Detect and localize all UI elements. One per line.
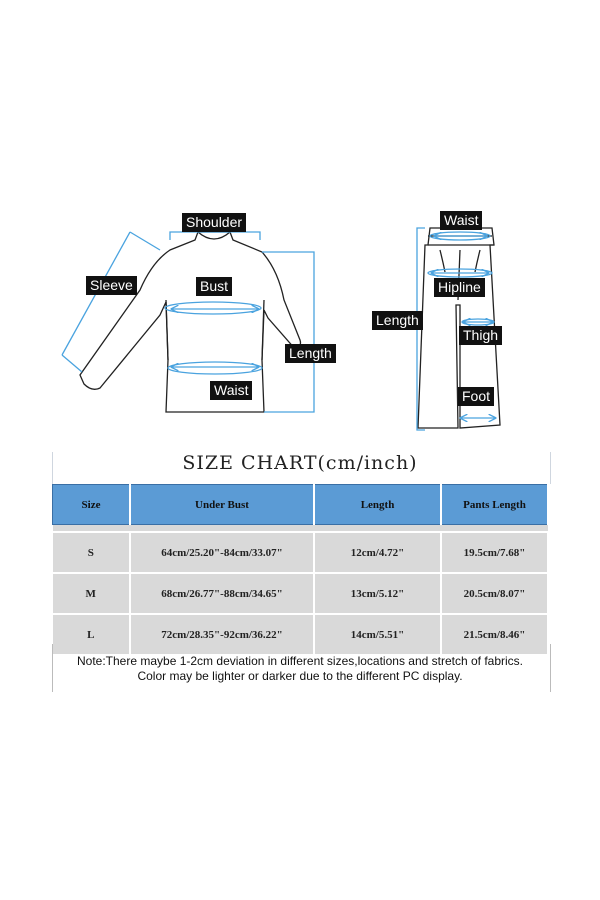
cell-size: M <box>52 572 131 614</box>
cell-length: 14cm/5.51" <box>314 613 442 654</box>
header-length: Length <box>313 484 442 525</box>
cell-length: 12cm/4.72" <box>314 531 442 573</box>
cell-length: 13cm/5.12" <box>314 572 442 614</box>
cell-size: S <box>52 531 131 573</box>
label-waist-pants: Waist <box>440 211 483 230</box>
cell-under-bust: 64cm/25.20"-84cm/33.07" <box>130 531 315 573</box>
measurement-diagram: Shoulder Sleeve Bust Length Waist Waist … <box>0 0 600 440</box>
top-garment-icon <box>79 231 302 413</box>
table-header-row: Size Under Bust Length Pants Length <box>52 484 549 525</box>
cell-under-bust: 68cm/26.77"-88cm/34.65" <box>130 572 315 614</box>
table-row: M 68cm/26.77"-88cm/34.65" 13cm/5.12" 20.… <box>52 572 549 614</box>
cell-size: L <box>52 613 131 654</box>
chart-frame-top <box>52 452 551 484</box>
note-line-1: Note:There maybe 1-2cm deviation in diff… <box>77 654 523 668</box>
header-pants-length: Pants Length <box>440 484 549 525</box>
label-waist-top: Waist <box>210 381 253 400</box>
label-sleeve: Sleeve <box>86 276 137 295</box>
pants-measure-lines <box>416 227 495 431</box>
header-size: Size <box>52 484 131 525</box>
label-foot: Foot <box>458 387 495 406</box>
cell-pants-length: 19.5cm/7.68" <box>441 531 549 573</box>
header-under-bust: Under Bust <box>129 484 315 525</box>
label-length-pants: Length <box>372 311 423 330</box>
label-thigh: Thigh <box>459 326 503 345</box>
table-row: S 64cm/25.20"-84cm/33.07" 12cm/4.72" 19.… <box>52 531 549 573</box>
cell-under-bust: 72cm/28.35"-92cm/36.22" <box>130 613 315 654</box>
label-bust: Bust <box>196 277 233 296</box>
size-table: Size Under Bust Length Pants Length S 64… <box>52 484 549 654</box>
table-row: L 72cm/28.35"-92cm/36.22" 14cm/5.51" 21.… <box>52 613 549 654</box>
label-length-top: Length <box>285 344 336 363</box>
note-line-2: Color may be lighter or darker due to th… <box>137 669 463 683</box>
cell-pants-length: 20.5cm/8.07" <box>441 572 549 614</box>
label-hipline: Hipline <box>434 278 485 297</box>
chart-title: SIZE CHART(cm/inch) <box>182 452 418 474</box>
garment-illustrations <box>61 227 501 431</box>
note-frame <box>52 644 551 692</box>
cell-pants-length: 21.5cm/8.46" <box>441 613 549 654</box>
label-shoulder: Shoulder <box>182 213 247 232</box>
